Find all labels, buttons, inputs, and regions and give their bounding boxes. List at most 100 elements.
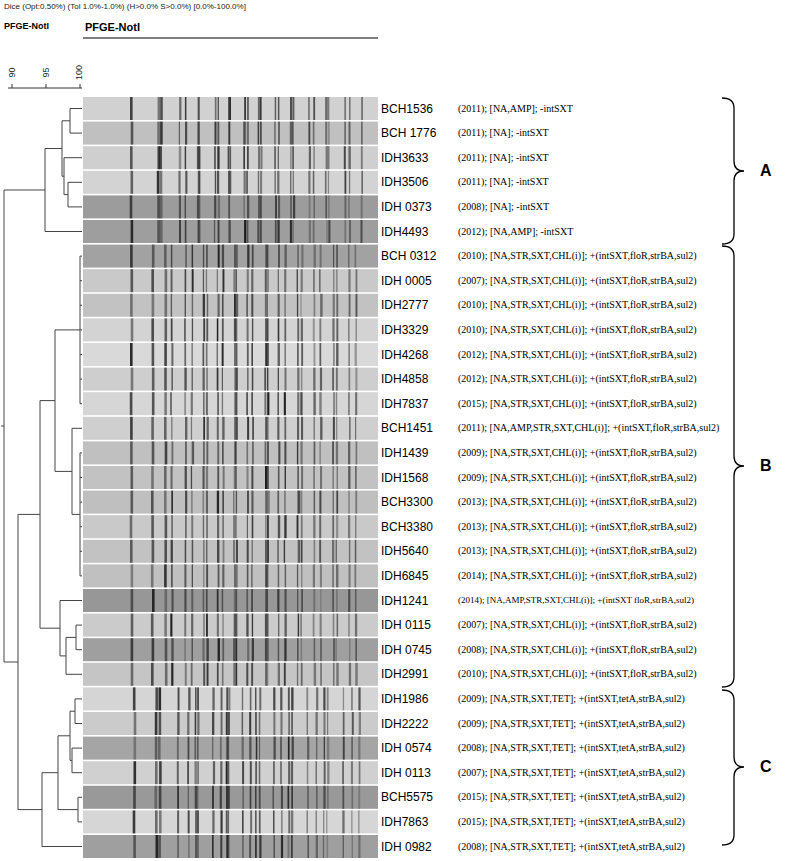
- gel-band: [152, 343, 155, 366]
- gel-band: [236, 392, 238, 415]
- gel-band: [222, 417, 224, 440]
- gel-band: [215, 171, 216, 194]
- gel-band: [158, 737, 161, 760]
- gel-band: [235, 441, 236, 464]
- gel-band: [130, 146, 133, 169]
- gel-band: [323, 810, 324, 833]
- gel-band: [298, 540, 300, 563]
- gel-band: [222, 589, 224, 612]
- gel-band: [290, 220, 292, 243]
- gel-band: [157, 171, 160, 194]
- gel-band: [164, 564, 167, 587]
- gel-band: [336, 515, 338, 538]
- gel-band: [212, 810, 214, 833]
- gel-band: [348, 195, 349, 218]
- gel-band: [207, 294, 208, 317]
- gel-band: [249, 835, 251, 858]
- gel-lane: [83, 712, 378, 735]
- gel-band: [133, 810, 136, 833]
- gel-band: [358, 786, 360, 809]
- gel-band: [277, 171, 279, 194]
- gel-band: [185, 491, 187, 514]
- gel-band: [319, 441, 321, 464]
- strain-id: IDH3633: [381, 152, 428, 164]
- gel-band: [301, 564, 302, 587]
- gel-band: [300, 614, 302, 637]
- strain-profile: (2012); [NA,AMP]; -intSXT: [458, 227, 573, 237]
- strain-id: BCH5575: [381, 791, 433, 803]
- gel-band: [260, 146, 262, 169]
- gel-band: [258, 146, 260, 169]
- gel-band: [229, 171, 231, 194]
- gel-band: [217, 368, 219, 391]
- gel-band: [313, 122, 315, 145]
- gel-band: [247, 564, 249, 587]
- tree-branch: [78, 821, 82, 822]
- tree-branch: [75, 723, 82, 724]
- gel-band: [267, 614, 268, 637]
- gel-band: [355, 417, 356, 440]
- gel-band: [301, 638, 303, 661]
- gel-band: [361, 146, 363, 169]
- gel-band: [301, 318, 303, 341]
- gel-band: [131, 663, 134, 686]
- gel-band: [275, 195, 277, 218]
- gel-band: [203, 294, 205, 317]
- strain-profile: (2009); [NA,STR,SXT,TET]; +(intSXT,tetA,…: [458, 719, 685, 729]
- strain-id: IDH1986: [381, 693, 428, 705]
- gel-band: [290, 195, 292, 218]
- gel-band: [336, 392, 337, 415]
- gel-band: [203, 663, 205, 686]
- gel-band: [252, 540, 253, 563]
- gel-band: [327, 786, 328, 809]
- gel-band: [313, 97, 315, 120]
- gel-band: [152, 540, 155, 563]
- gel-band: [345, 195, 347, 218]
- gel-band: [333, 245, 334, 268]
- gel-band: [255, 761, 256, 784]
- gel-band: [314, 441, 316, 464]
- gel-band: [184, 318, 186, 341]
- gel-band: [159, 786, 162, 809]
- gel-band: [152, 294, 155, 317]
- gel-band: [203, 269, 204, 292]
- scale-axis: [8, 88, 82, 89]
- gel-band: [342, 810, 344, 833]
- gel-band: [325, 122, 327, 145]
- strain-profile: (2009); [NA,STR,SXT,CHL(i)]; +(intSXT,fl…: [458, 448, 697, 458]
- gel-band: [223, 466, 225, 489]
- gel-band: [233, 515, 235, 538]
- gel-band: [342, 761, 344, 784]
- gel-band: [252, 417, 254, 440]
- gel-band: [243, 146, 245, 169]
- gel-band: [297, 368, 299, 391]
- gel-band: [177, 737, 179, 760]
- gel-band: [159, 810, 162, 833]
- gel-band: [314, 343, 316, 366]
- gel-band: [273, 687, 275, 710]
- gel-band: [247, 122, 249, 145]
- strain-profile: (2012); [NA,STR,SXT,CHL(i)]; +(intSXT,fl…: [458, 350, 697, 360]
- tree-branch: [40, 628, 60, 629]
- gel-band: [285, 564, 286, 587]
- gel-band: [131, 368, 134, 391]
- scale-number: 100: [76, 64, 85, 79]
- gel-band: [278, 564, 280, 587]
- gel-band: [151, 417, 154, 440]
- gel-band: [157, 220, 160, 243]
- gel-band: [260, 122, 262, 145]
- gel-band: [306, 687, 308, 710]
- gel-band: [236, 564, 237, 587]
- gel-band: [292, 220, 293, 243]
- gel-band: [222, 245, 224, 268]
- strain-id: IDH 0373: [381, 201, 432, 213]
- gel-band: [229, 195, 231, 218]
- gel-band: [197, 712, 199, 735]
- gel-band: [249, 737, 251, 760]
- gel-band: [191, 515, 193, 538]
- strain-profile: (2013); [NA,STR,SXT,CHL(i)]; +(intSXT,fl…: [458, 546, 697, 556]
- gel-band: [297, 392, 299, 415]
- experiment-name: PFGE-NotI: [4, 22, 49, 31]
- gel-lane: [83, 810, 378, 833]
- gel-band: [316, 761, 318, 784]
